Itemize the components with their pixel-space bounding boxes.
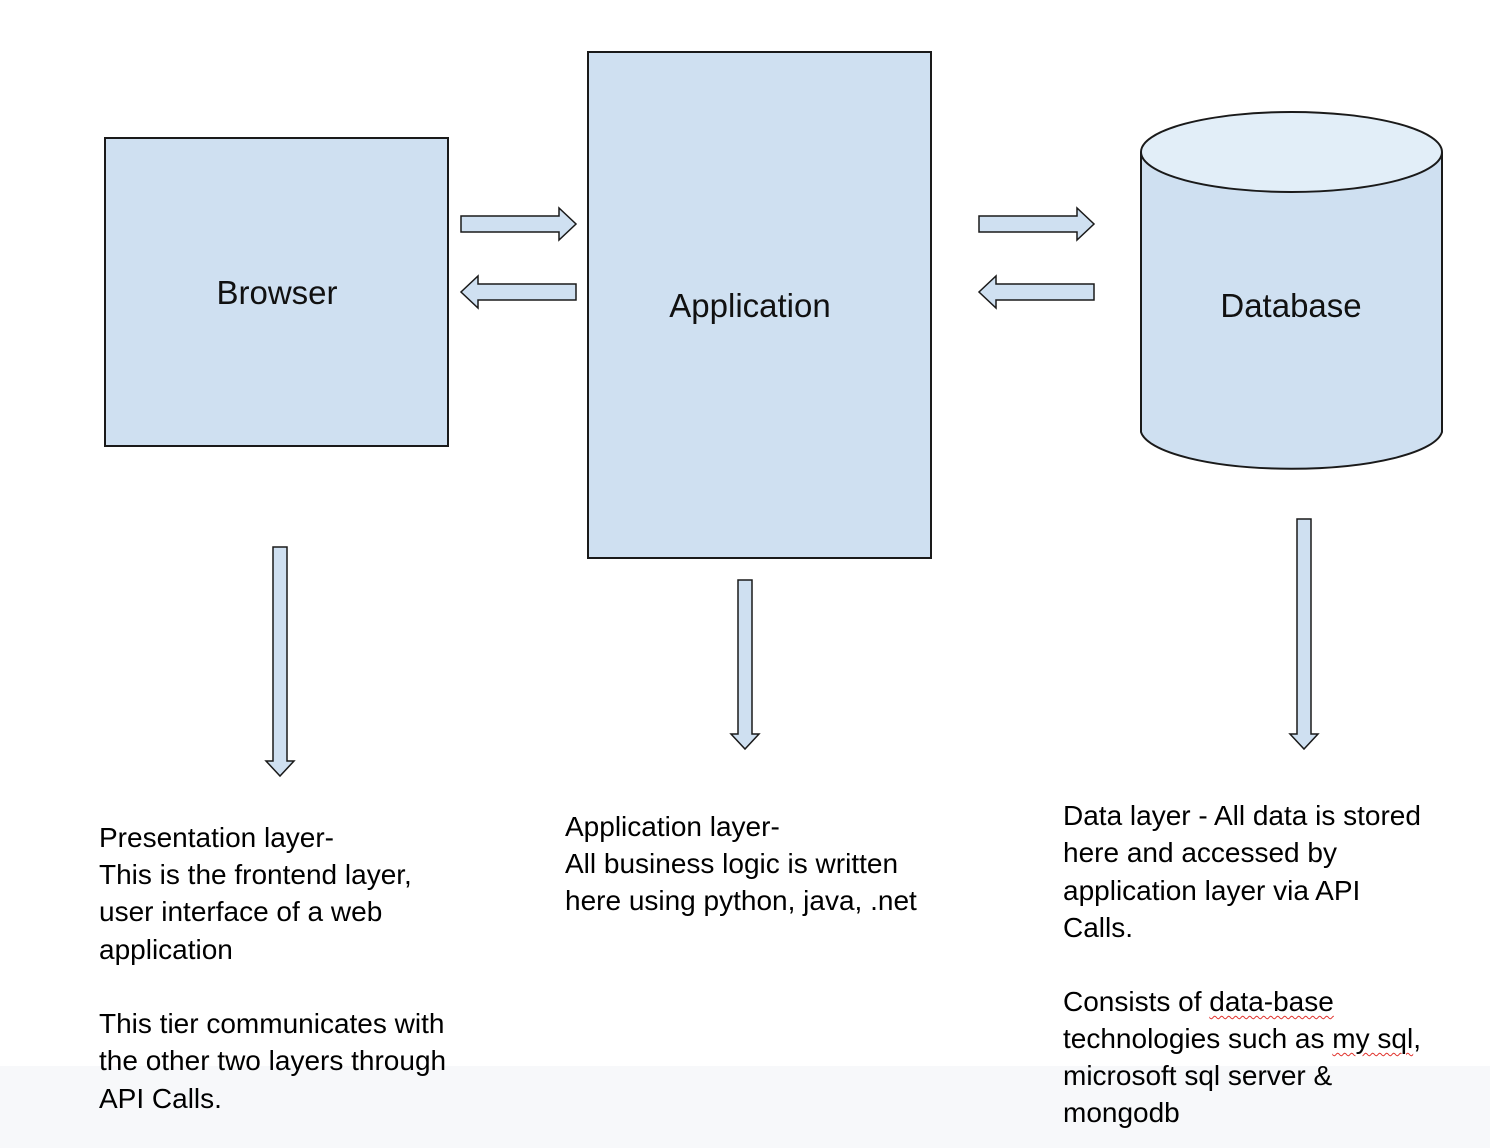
- application-body: All business logic is written here using…: [565, 848, 917, 917]
- application-box: [587, 51, 932, 559]
- arrow-left-icon: [459, 274, 577, 310]
- data-tech-suffix: ,: [1413, 1023, 1421, 1054]
- arrow-down-icon: [264, 546, 296, 778]
- database-cylinder-top: [1140, 111, 1443, 193]
- database-node: Database: [1140, 111, 1443, 470]
- presentation-note: This tier communicates with the other tw…: [99, 1008, 447, 1114]
- arrow-down-icon: [729, 579, 761, 751]
- data-tech-prefix: technologies such as: [1063, 1023, 1333, 1054]
- application-heading: Application layer-: [565, 811, 780, 842]
- background-band: [0, 1066, 1490, 1148]
- arrow-left-icon: [977, 274, 1095, 310]
- browser-label: Browser: [216, 274, 337, 311]
- arrow-right-icon: [460, 206, 578, 242]
- data-tech-line: technologies such as my sql,: [1063, 1020, 1421, 1057]
- spellcheck-term: my sql: [1332, 1023, 1414, 1054]
- browser-node: Browser: [104, 137, 449, 447]
- application-node: Application: [587, 51, 932, 559]
- data-tail: microsoft sql server & mongodb: [1063, 1060, 1333, 1129]
- database-cylinder-body: [1140, 152, 1443, 470]
- arrow-right-icon: [978, 206, 1096, 242]
- application-label: Application: [669, 287, 830, 324]
- spellcheck-term: data-base: [1209, 986, 1334, 1017]
- database-label: Database: [1220, 287, 1361, 324]
- data-heading: Data layer - All data is stored here and…: [1063, 800, 1421, 943]
- presentation-heading: Presentation layer-: [99, 822, 335, 853]
- browser-box: [104, 137, 449, 447]
- arrow-down-icon: [1288, 518, 1320, 751]
- data-consists-line: Consists of data-base: [1063, 983, 1334, 1020]
- data-consists-prefix: Consists of: [1063, 986, 1210, 1017]
- presentation-body: This is the frontend layer, user interfa…: [99, 859, 412, 965]
